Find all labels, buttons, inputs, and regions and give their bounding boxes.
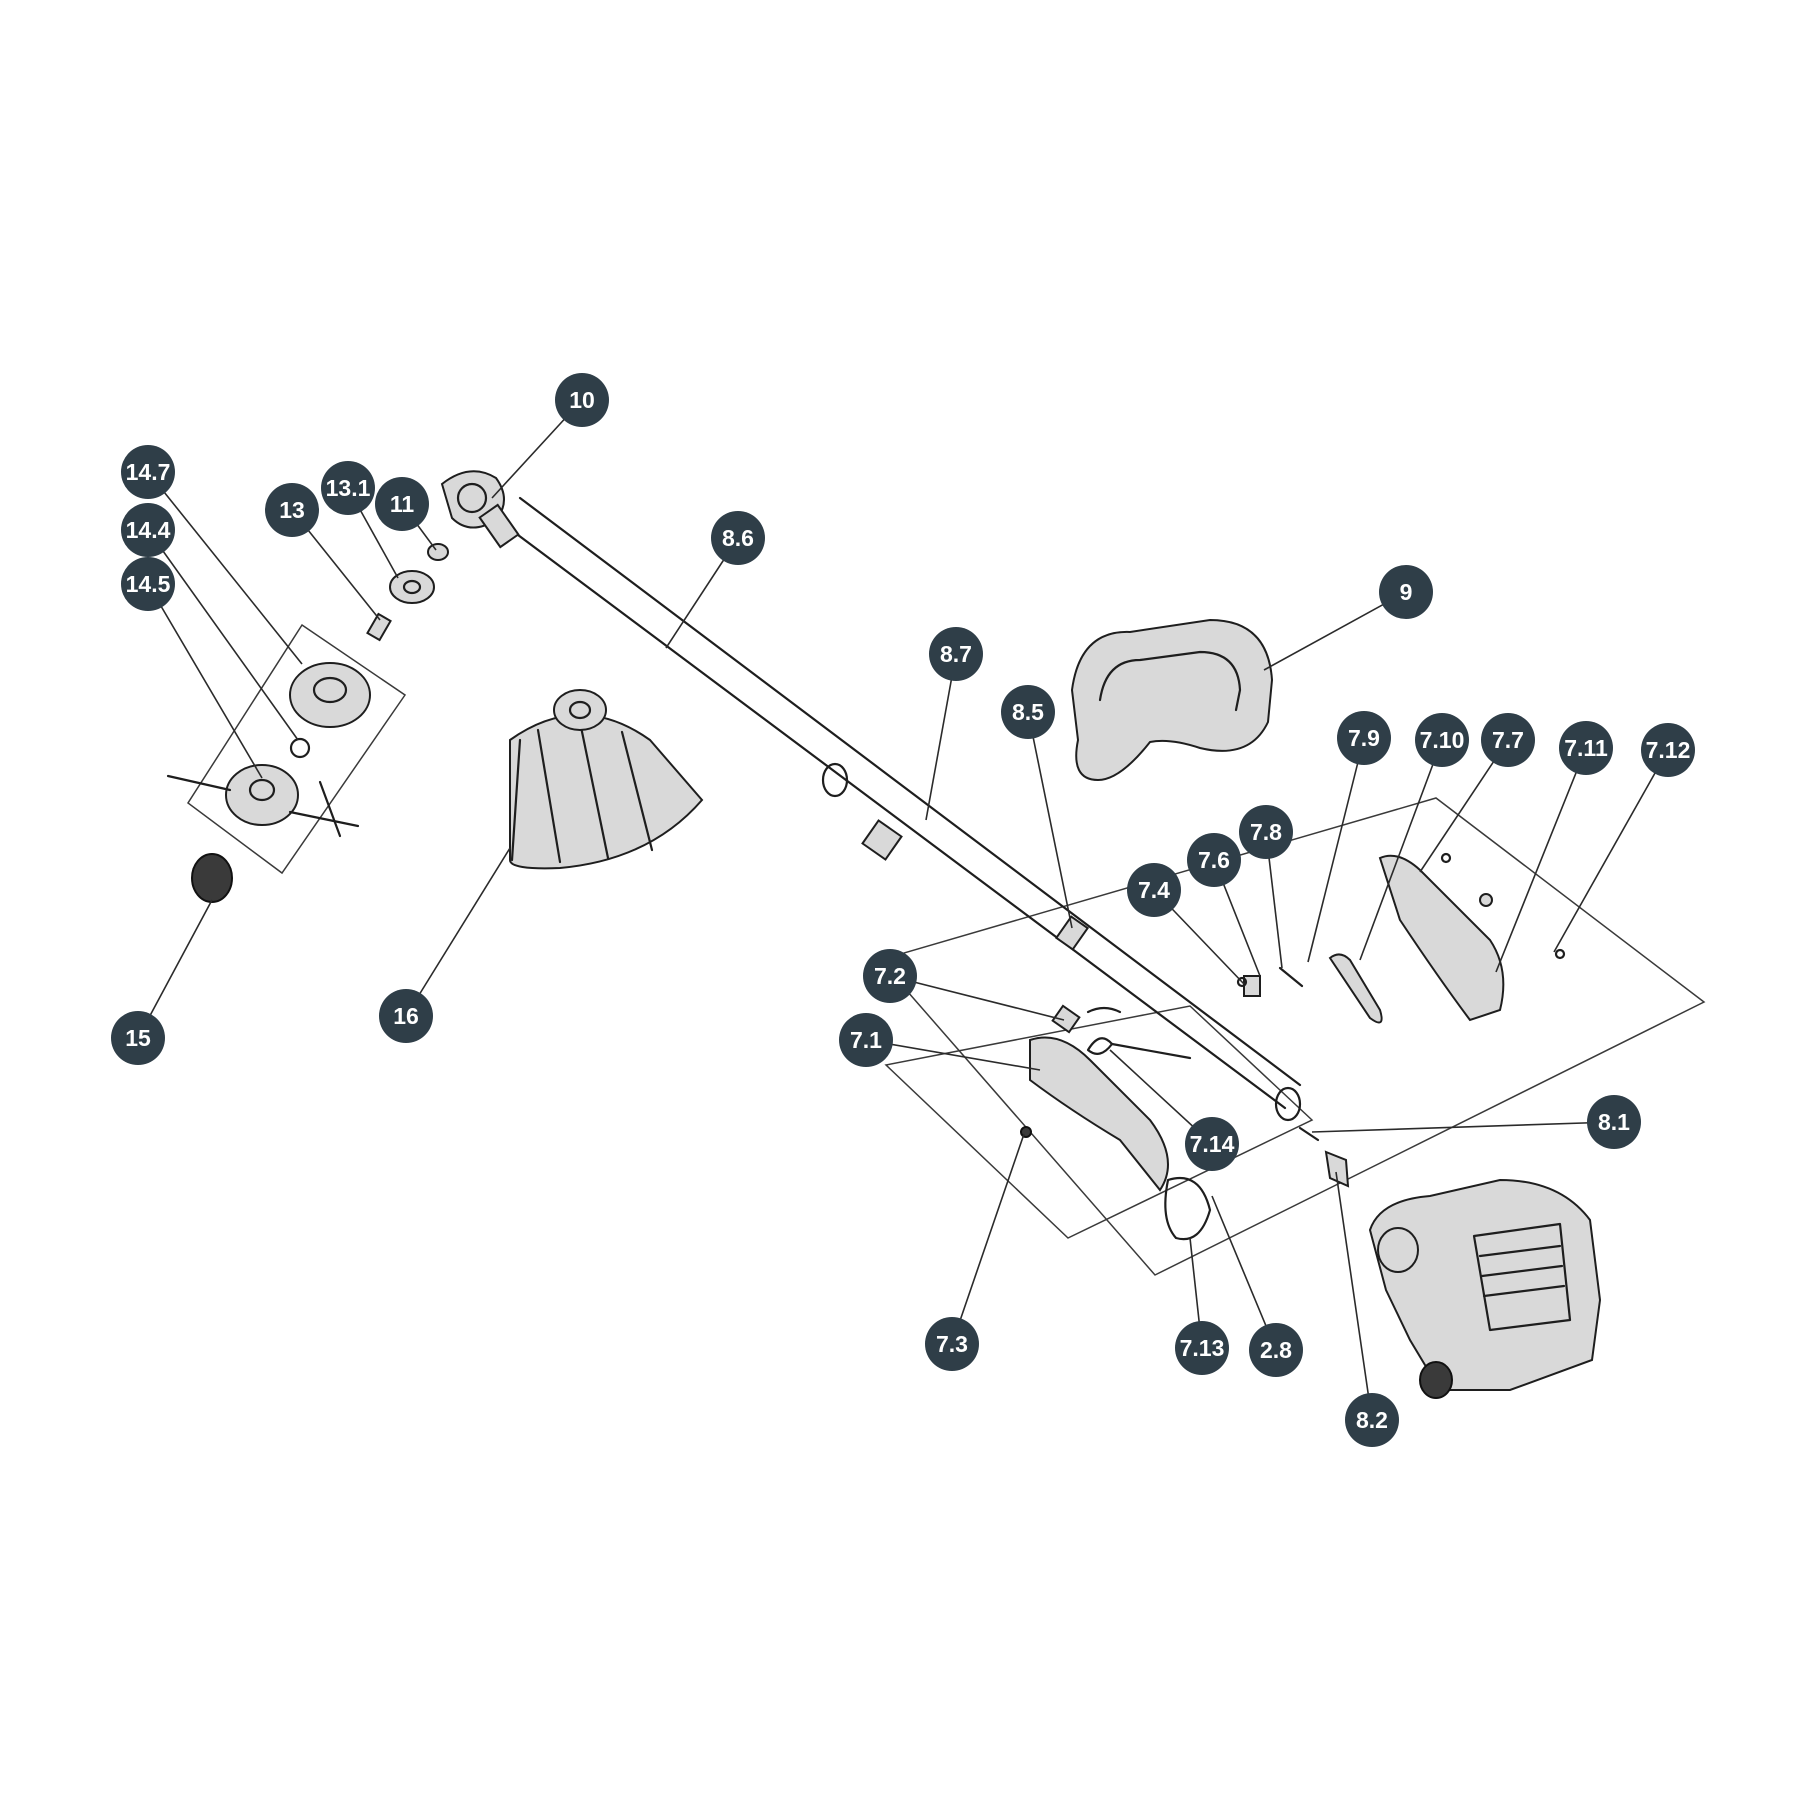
callout-badge-8-2 — [1345, 1393, 1399, 1447]
callout-label-7-14: 7.14 — [1190, 1131, 1235, 1157]
leader-line-8-5 — [1027, 711, 1073, 929]
engine — [1298, 1126, 1602, 1399]
callout-label-7-10: 7.10 — [1420, 727, 1465, 753]
callout-badge-7-11 — [1559, 721, 1613, 775]
throttle-parts — [1236, 852, 1566, 1024]
callout-badge-14-7 — [121, 445, 175, 499]
callout-label-14-5: 14.5 — [126, 571, 171, 597]
callout-badge-7-7 — [1481, 713, 1535, 767]
shaft-clamp — [861, 819, 1090, 951]
callout-label-8-6: 8.6 — [722, 525, 754, 551]
callout-badge-7-13 — [1175, 1321, 1229, 1375]
drive-shaft — [496, 496, 1302, 1122]
leader-line-9 — [1263, 591, 1407, 671]
callout-badge-9 — [1379, 565, 1433, 619]
leader-line-7-11 — [1495, 747, 1587, 973]
leader-line-8-1 — [1311, 1121, 1615, 1133]
gear-head — [440, 470, 520, 549]
leader-line-7-1 — [865, 1039, 1041, 1071]
guard — [509, 689, 704, 870]
callout-layer: 10 14.7 13.1 11 13 14.4 14.5 8.6 9 8.7 8.5 7.9 7.10 7… — [111, 373, 1695, 1447]
leader-line-7-10 — [1359, 739, 1443, 961]
callout-badge-7-4 — [1127, 863, 1181, 917]
callout-badge-7-9 — [1337, 711, 1391, 765]
callout-badge-13 — [265, 483, 319, 537]
callout-badge-8-1 — [1587, 1095, 1641, 1149]
callout-label-7-7: 7.7 — [1492, 727, 1524, 753]
callout-badge-11 — [375, 477, 429, 531]
callout-badge-7-2 — [863, 949, 917, 1003]
callout-label-7-3: 7.3 — [936, 1331, 968, 1357]
callout-badge-7-14 — [1185, 1117, 1239, 1171]
callout-label-7-2: 7.2 — [874, 963, 906, 989]
callout-label-7-13: 7.13 — [1180, 1335, 1225, 1361]
callout-badge-16 — [379, 989, 433, 1043]
leader-line-7-12 — [1553, 749, 1669, 953]
callout-label-7-8: 7.8 — [1250, 819, 1282, 845]
callout-label-15: 15 — [125, 1025, 151, 1051]
callout-badge-10 — [555, 373, 609, 427]
callout-badge-8-6 — [711, 511, 765, 565]
loop-handle — [1070, 618, 1274, 782]
throttle-cable — [1086, 1037, 1192, 1060]
callout-label-8-2: 8.2 — [1356, 1407, 1388, 1433]
leader-line-16 — [405, 847, 511, 1017]
callout-label-16: 16 — [393, 1003, 419, 1029]
callout-badge-14-5 — [121, 557, 175, 611]
callout-label-8-5: 8.5 — [1012, 699, 1044, 725]
callout-badge-7-3 — [925, 1317, 979, 1371]
leader-line-14-5 — [147, 583, 263, 779]
leader-line-14-4 — [147, 529, 299, 741]
callout-label-9: 9 — [1400, 579, 1413, 605]
callout-label-14-4: 14.4 — [126, 517, 171, 543]
callout-label-2-8: 2.8 — [1260, 1337, 1292, 1363]
callout-badge-7-10 — [1415, 713, 1469, 767]
head-small-parts — [366, 543, 449, 642]
trimmer-head — [166, 662, 371, 903]
callout-label-7-11: 7.11 — [1564, 735, 1608, 761]
callout-badge-7-12 — [1641, 723, 1695, 777]
callout-label-13-1: 13.1 — [326, 475, 371, 501]
callout-badge-8-7 — [929, 627, 983, 681]
callout-badge-14-4 — [121, 503, 175, 557]
callout-label-11: 11 — [390, 491, 415, 517]
callout-label-8-7: 8.7 — [940, 641, 972, 667]
callout-label-13: 13 — [279, 497, 305, 523]
callout-badge-7-6 — [1187, 833, 1241, 887]
callout-badge-7-1 — [839, 1013, 893, 1067]
callout-badge-15 — [111, 1011, 165, 1065]
leader-line-7-9 — [1307, 737, 1365, 963]
callout-badge-7-8 — [1239, 805, 1293, 859]
callout-badge-8-5 — [1001, 685, 1055, 739]
callout-badge-2-8 — [1249, 1323, 1303, 1377]
callout-badge-13-1 — [321, 461, 375, 515]
callout-label-7-4: 7.4 — [1138, 877, 1170, 903]
leader-line-14-7 — [147, 471, 303, 665]
leader-line-8-2 — [1335, 1171, 1373, 1421]
leader-line-7-2 — [889, 975, 1065, 1021]
callout-label-7-12: 7.12 — [1646, 737, 1691, 763]
rear-handle — [1020, 1004, 1212, 1241]
callout-label-14-7: 14.7 — [126, 459, 171, 485]
callout-label-8-1: 8.1 — [1598, 1109, 1630, 1135]
leader-line-7-3 — [951, 1133, 1025, 1345]
leader-line-2-8 — [1211, 1195, 1277, 1351]
callout-label-10: 10 — [569, 387, 595, 413]
callout-label-7-6: 7.6 — [1198, 847, 1230, 873]
callout-label-7-1: 7.1 — [850, 1027, 882, 1053]
callout-label-7-9: 7.9 — [1348, 725, 1380, 751]
leader-line-8-7 — [925, 653, 957, 821]
